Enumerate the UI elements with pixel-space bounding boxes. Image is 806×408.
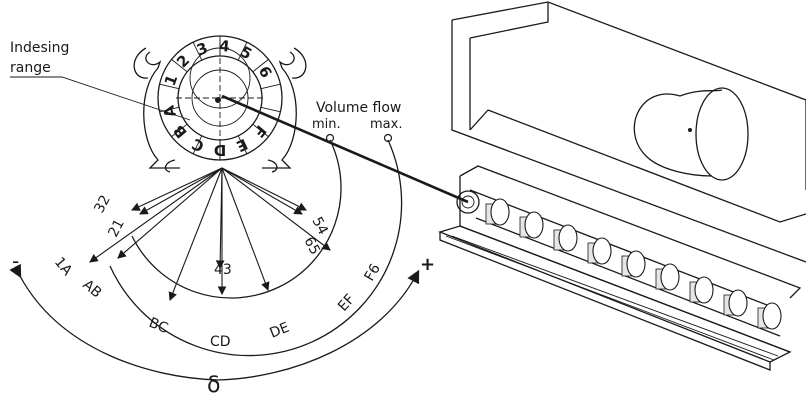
label-43: 43 [214, 262, 232, 278]
damper-roller [728, 289, 748, 317]
indexing-callout: Indesing range [10, 40, 191, 121]
label-EF: EF [335, 291, 358, 314]
fan-ray [221, 167, 270, 292]
indexing-label-1: Indesing [10, 40, 69, 56]
dial-left-wing [143, 51, 180, 169]
fan-ray [221, 167, 331, 251]
dial-number-4: 4 [219, 37, 231, 56]
fan-ray [221, 167, 307, 211]
volume-flow-callout: Volume flow min. max. [312, 100, 402, 143]
linear-diffuser-illustration [438, 1, 806, 371]
indexing-label-2: range [10, 60, 51, 76]
dial-letter-E: E [234, 135, 251, 156]
damper-roller [524, 211, 544, 239]
damper-roller [626, 250, 646, 278]
device-dial [456, 190, 480, 214]
label-21: 21 [105, 217, 127, 240]
dial-left-curl [133, 47, 149, 79]
delta-arc [9, 263, 420, 381]
volume-flow-label: Volume flow [316, 100, 401, 116]
damper-roller [490, 198, 510, 226]
label-AB: AB [79, 277, 104, 302]
volume-max-label: max. [370, 117, 402, 132]
damper-roller [592, 237, 612, 265]
damper-roller [762, 302, 782, 330]
dial-pointer [215, 97, 221, 103]
dial-letter-A: A [159, 103, 179, 119]
setting-fan: 32 21 54 65 43 1A AB BC CD DE EF F6 - + … [9, 139, 435, 398]
label-65: 65 [300, 234, 322, 257]
label-CD: CD [210, 334, 231, 350]
label-BC: BC [147, 315, 171, 337]
label-32: 32 [91, 193, 113, 216]
damper-roller [660, 263, 680, 291]
dial-right-curl [291, 47, 307, 79]
label-F6: F6 [362, 261, 384, 284]
label-DE: DE [268, 320, 292, 342]
outer-arc [109, 139, 403, 357]
plus-sign: + [420, 254, 435, 275]
label-54: 54 [308, 214, 331, 237]
dial-right-wing [262, 51, 297, 169]
dial-number-3: 3 [194, 39, 210, 59]
fan-ray [215, 167, 225, 270]
fan-ray [117, 167, 223, 259]
volume-min-label: min. [312, 117, 341, 132]
damper-roller [694, 276, 714, 304]
minus-sign: - [12, 249, 19, 273]
delta-symbol: δ [207, 373, 220, 398]
leader-line [221, 94, 469, 204]
fan-ray [168, 167, 223, 302]
dial-letter-C: C [189, 135, 207, 156]
damper-roller [558, 224, 578, 252]
fan-ray [89, 167, 223, 263]
fan-ray [139, 167, 223, 215]
fan-ray [221, 167, 303, 215]
dial-number-1: 1 [161, 72, 181, 88]
dial-letter-D: D [214, 141, 226, 159]
fan-ray [131, 167, 223, 211]
label-1A: 1A [51, 254, 75, 279]
